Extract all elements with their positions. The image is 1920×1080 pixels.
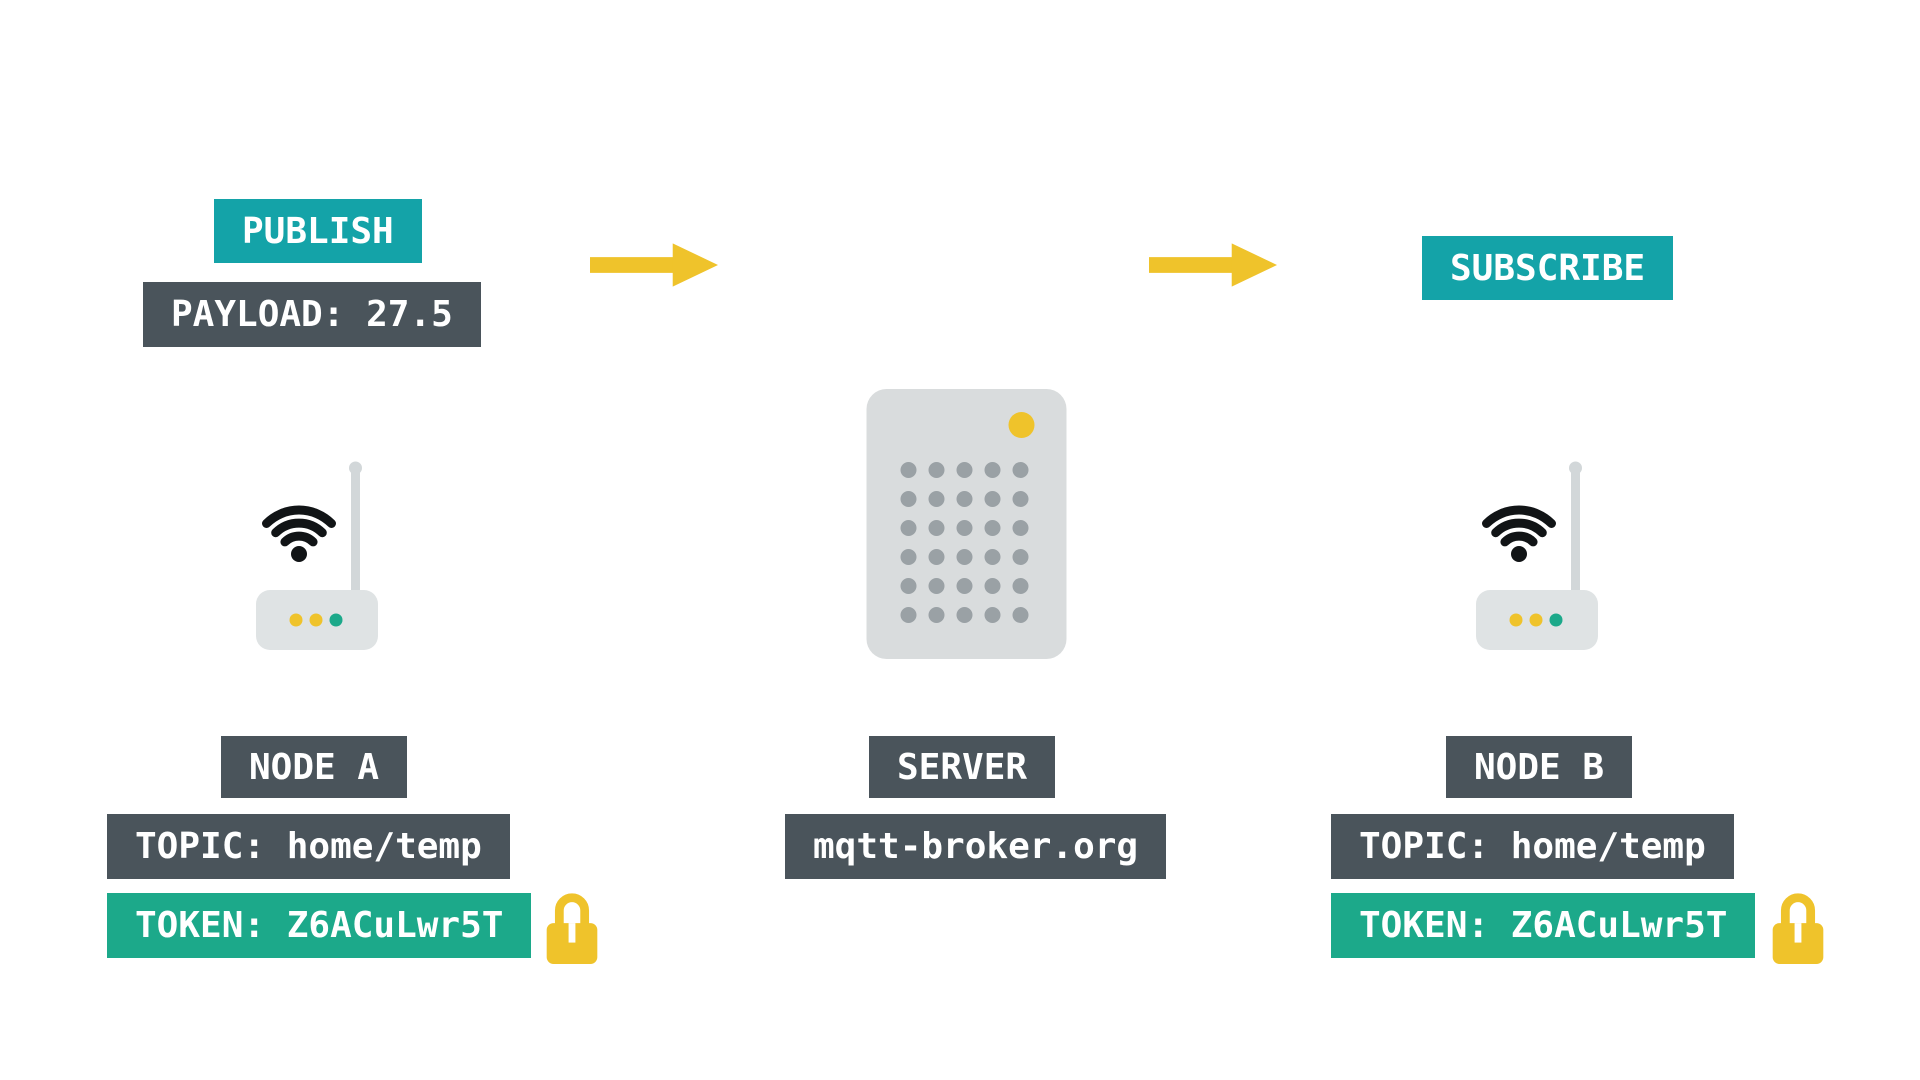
broker-address-badge: mqtt-broker.org (785, 814, 1167, 879)
server-label-badge: SERVER (869, 736, 1056, 798)
right-arrow-icon (590, 237, 718, 293)
wifi-router-icon (254, 460, 404, 660)
right-arrow-icon (1149, 237, 1277, 293)
server-icon (866, 389, 1067, 659)
token-b-badge: TOKEN: Z6ACuLwr5T (1331, 893, 1756, 958)
node-b-label-badge: NODE B (1446, 736, 1633, 798)
lock-icon (546, 890, 598, 964)
payload-badge: PAYLOAD: 27.5 (143, 282, 481, 347)
wifi-router-icon (1474, 460, 1624, 660)
node-a-label-badge: NODE A (221, 736, 408, 798)
token-a-badge: TOKEN: Z6ACuLwr5T (107, 893, 532, 958)
lock-icon (1772, 890, 1824, 964)
topic-a-badge: TOPIC: home/temp (107, 814, 510, 879)
subscribe-action-badge: SUBSCRIBE (1422, 236, 1674, 300)
publish-action-badge: PUBLISH (214, 199, 422, 263)
topic-b-badge: TOPIC: home/temp (1331, 814, 1734, 879)
